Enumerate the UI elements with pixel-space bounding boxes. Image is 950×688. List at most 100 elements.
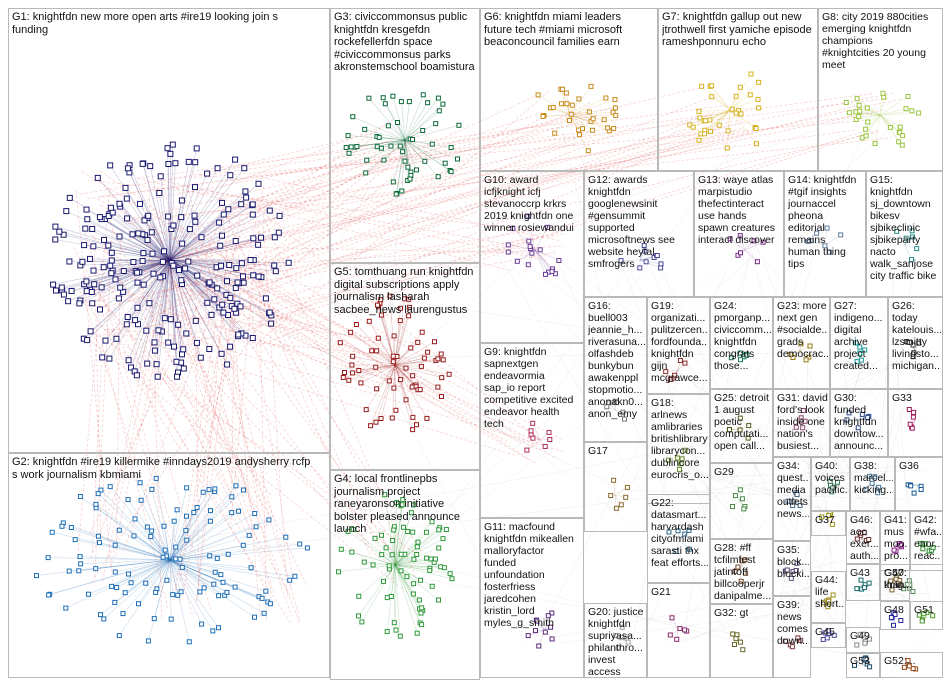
group-13-node xyxy=(727,236,733,242)
group-6-node xyxy=(613,112,619,118)
group-9-node xyxy=(528,428,534,434)
group-2-node xyxy=(77,554,83,560)
group-26-node xyxy=(911,350,917,356)
cross-group-edge xyxy=(175,312,301,624)
group-10-edge xyxy=(534,227,548,251)
group-3-node xyxy=(400,149,406,155)
group-11-node xyxy=(549,610,555,616)
group-cell-53 xyxy=(846,652,880,678)
group-1-node xyxy=(65,298,72,305)
group-21-node xyxy=(682,627,688,633)
group-19-node xyxy=(672,372,678,378)
inter-group-edge xyxy=(180,155,386,545)
group-41-node xyxy=(897,542,903,548)
cross-group-edge xyxy=(88,95,715,341)
group-4-edge xyxy=(394,538,444,566)
cross-group-edge xyxy=(89,223,220,561)
group-1-node xyxy=(165,161,172,167)
group-5-edge xyxy=(380,364,396,419)
inter-group-edge xyxy=(802,491,832,500)
group-7-node xyxy=(733,93,739,99)
group-8-edge xyxy=(879,97,884,116)
group-4-node xyxy=(429,583,435,589)
group-30-node xyxy=(844,417,850,423)
group-2-node xyxy=(216,625,221,631)
group-3-node xyxy=(456,122,462,128)
group-label-51: G51 xyxy=(914,604,934,616)
group-2-edge xyxy=(75,539,171,561)
inter-group-edge xyxy=(884,252,916,477)
group-label-6: G6: knightfdn miami leaders future tech … xyxy=(484,11,623,48)
group-8-node xyxy=(865,119,871,125)
group-2-edge xyxy=(48,557,171,561)
group-cell-27 xyxy=(830,297,888,389)
cross-group-edge xyxy=(137,178,513,272)
group-cell-2 xyxy=(8,453,330,678)
group-cell-7 xyxy=(658,8,818,171)
group-1-edge xyxy=(169,237,262,261)
group-12-node xyxy=(618,258,624,264)
group-5-node xyxy=(419,329,425,335)
group-3-node xyxy=(435,174,441,180)
group-17-node xyxy=(611,477,617,483)
group-2-edge xyxy=(166,559,171,581)
group-3-node xyxy=(448,169,454,175)
group-3-node xyxy=(440,101,446,107)
group-1-edge xyxy=(169,259,183,355)
group-1-edge xyxy=(84,259,171,285)
group-31-node xyxy=(798,418,804,424)
group-cell-29 xyxy=(710,463,773,539)
inter-group-edge xyxy=(724,243,817,582)
group-2-node xyxy=(145,638,151,644)
group-1-node xyxy=(76,300,83,307)
group-6-node xyxy=(590,116,596,122)
group-1-edge xyxy=(169,215,195,261)
group-5-edge xyxy=(389,364,396,382)
group-4-edge xyxy=(394,527,404,566)
group-5-node xyxy=(366,318,372,324)
group-1-node xyxy=(172,160,179,167)
cross-group-edge xyxy=(77,189,110,560)
group-5-edge xyxy=(394,364,442,378)
group-40-node xyxy=(835,479,840,485)
inter-group-edge xyxy=(636,102,877,650)
group-26-node xyxy=(916,340,922,346)
cross-group-edge xyxy=(121,85,710,222)
group-8-node xyxy=(863,133,869,139)
group-3-edge xyxy=(404,139,451,171)
group-cell-4 xyxy=(330,470,480,680)
group-2-node xyxy=(116,527,122,533)
group-4-node xyxy=(379,532,384,538)
group-24-node xyxy=(738,357,743,363)
group-cell-5 xyxy=(330,263,480,470)
cross-group-edge xyxy=(199,132,377,176)
inter-group-edge xyxy=(676,240,758,458)
group-6-node xyxy=(559,86,565,92)
group-51-node xyxy=(930,613,936,619)
group-1-node xyxy=(173,358,180,365)
group-2-node xyxy=(143,580,149,586)
group-21-node xyxy=(667,632,673,638)
group-4-edge xyxy=(394,529,447,566)
group-2-edge xyxy=(36,559,171,576)
group-34-node xyxy=(797,503,803,508)
group-3-edge xyxy=(351,139,406,148)
cross-group-edge xyxy=(186,185,301,623)
group-5-edge xyxy=(393,364,396,389)
group-2-node xyxy=(137,480,143,486)
group-7-node xyxy=(756,79,762,85)
group-2-edge xyxy=(95,504,171,561)
group-1-node xyxy=(148,229,155,236)
group-4-node xyxy=(391,527,397,533)
cross-group-edge xyxy=(173,183,423,552)
group-36-node xyxy=(908,483,914,489)
group-3-edge xyxy=(404,139,452,172)
group-5-edge xyxy=(394,360,436,366)
group-label-8: G8: city 2019 880cities emerging knightf… xyxy=(822,11,929,71)
group-36-node xyxy=(911,490,917,496)
cross-group-edge xyxy=(204,136,582,283)
group-2-node xyxy=(97,540,102,546)
cross-group-edge xyxy=(84,231,190,589)
group-1-node xyxy=(285,259,292,266)
group-7-node xyxy=(709,94,715,100)
